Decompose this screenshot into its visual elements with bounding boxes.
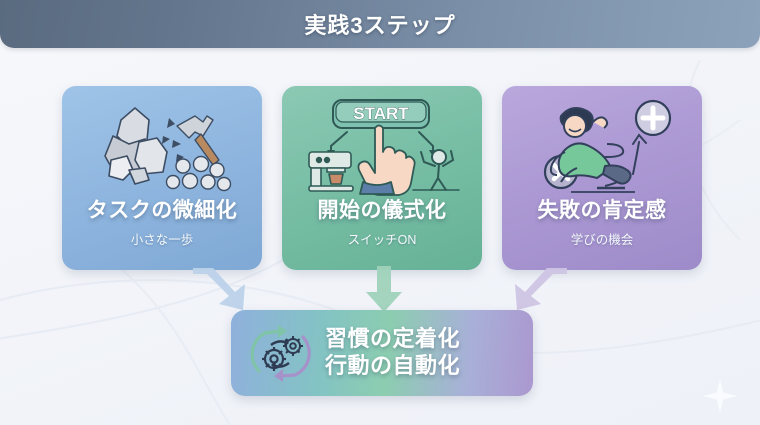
arrow-from-card-3 [515,268,567,310]
rock-hammer-icon [104,107,232,192]
result-box[interactable]: 習慣の定着化 行動の自動化 [231,310,533,396]
result-text-block: 習慣の定着化 行動の自動化 [325,326,460,380]
start-button-shape: START [332,99,430,129]
result-line-1: 習慣の定着化 [325,326,461,352]
card-subtitle: 小さな一歩 [130,233,194,248]
card-title: タスクの微細化 [86,199,238,222]
header-bar: 実践3ステップ [0,0,760,48]
arrow-from-card-1 [193,268,245,310]
card-title: 失敗の肯定感 [537,199,667,222]
page-title: 実践3ステップ [304,13,456,38]
steps-row: タスクの微細化 小さな一歩 START [0,86,760,271]
step-card-start-ritual[interactable]: START [282,86,482,270]
result-line-2: 行動の自動化 [325,353,461,378]
start-button-hand-icon: START [308,99,460,196]
card-subtitle: スイッチON [347,233,417,248]
arrow-from-card-2 [366,266,402,312]
step-card-task-breakdown[interactable]: タスクの微細化 小さな一歩 [62,86,262,270]
sparkle-icon [703,379,737,413]
cycle-gears-icon [250,325,311,382]
flow-arrows [0,266,760,314]
card-title: 開始の儀式化 [317,199,447,222]
plus-circle-icon [634,99,672,137]
card-subtitle: 学びの機会 [570,233,634,248]
svg-text:START: START [353,104,409,123]
step-card-failure-acceptance[interactable]: 失敗の肯定感 学びの機会 [502,86,702,270]
person-spring-bounce-icon [543,99,672,193]
